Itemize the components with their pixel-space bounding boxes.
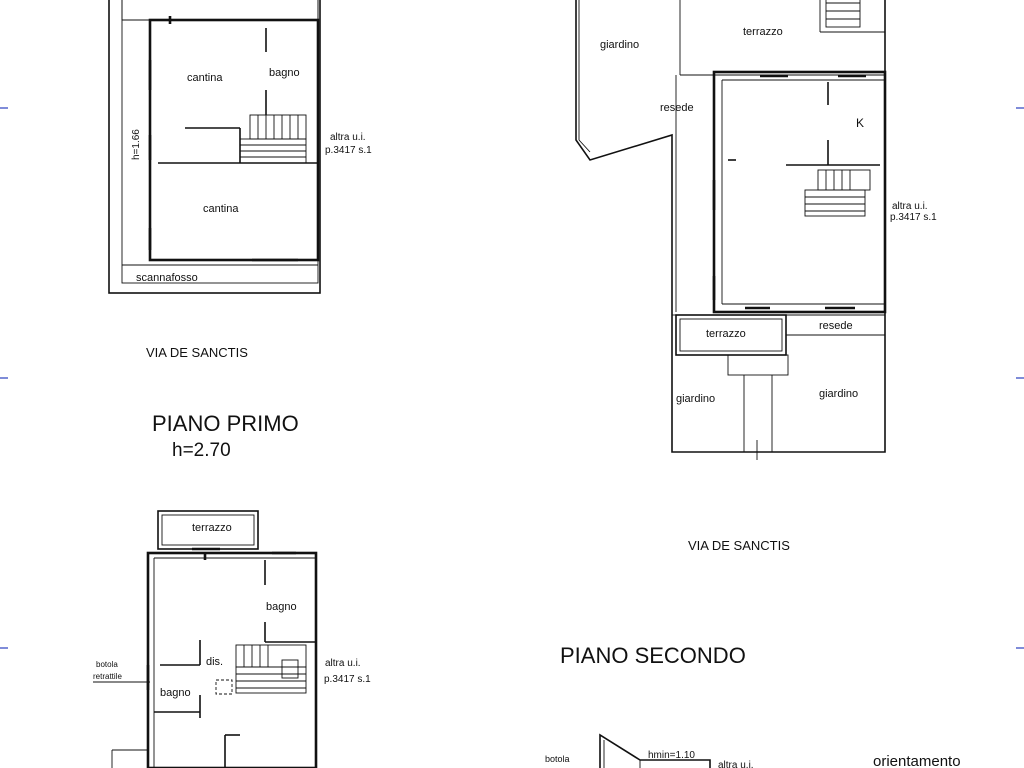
room-label-cantina-lower: cantina — [203, 203, 239, 215]
hmin-label: hmin=1.10 — [648, 750, 695, 761]
other-unit-ref: p.3417 s.1 — [890, 212, 937, 223]
plan-ground-floor: giardino terrazzo resede K altra u.i. p.… — [575, 0, 937, 460]
botola-retrattile-label: retrattile — [93, 672, 122, 681]
room-label-cantina-upper: cantina — [187, 72, 223, 84]
stair-first-floor — [235, 644, 307, 694]
piano-primo-title: PIANO PRIMO — [152, 411, 299, 436]
room-label-bagno-top: bagno — [266, 601, 297, 613]
botola-label-second-floor: botola — [545, 754, 570, 764]
page-border-marks — [0, 107, 1024, 649]
room-label-giardino-top: giardino — [600, 39, 639, 51]
room-label-giardino-left: giardino — [676, 393, 715, 405]
room-label-resede-right: resede — [819, 320, 853, 332]
plan-first-floor: terrazzo bagno botola retrattile dis. al… — [93, 510, 371, 768]
plan-cantina-level: cantina bagno h=1.66 altra u.i. p.3417 s… — [108, 0, 372, 294]
plan-second-floor: botola hmin=1.10 altra u.i. — [545, 733, 754, 768]
room-label-bagno: bagno — [269, 67, 300, 79]
botola-label: botola — [96, 660, 118, 669]
room-label-dis: dis. — [206, 656, 223, 668]
other-unit-label: altra u.i. — [325, 658, 361, 669]
room-label-resede-left: resede — [660, 102, 694, 114]
piano-primo-height: h=2.70 — [172, 440, 231, 461]
piano-secondo-title: PIANO SECONDO — [560, 643, 746, 668]
other-unit-ref: p.3417 s.1 — [324, 674, 371, 685]
room-label-terrazzo-top: terrazzo — [743, 26, 783, 38]
orientamento-label: orientamento — [873, 753, 961, 768]
room-label-bagno-bottom: bagno — [160, 687, 191, 699]
other-unit-label: altra u.i. — [718, 760, 754, 768]
stair-ground-floor — [804, 169, 871, 217]
room-label-kitchen: K — [856, 116, 864, 130]
room-label-scannafosso: scannafosso — [136, 272, 198, 284]
street-label-top-right: VIA DE SANCTIS — [688, 538, 790, 553]
room-label-terrazzo: terrazzo — [192, 522, 232, 534]
stair-cantina — [239, 114, 307, 164]
street-label-top-left: VIA DE SANCTIS — [146, 345, 248, 360]
other-unit-label: altra u.i. — [330, 132, 366, 143]
other-unit-label: altra u.i. — [892, 201, 928, 212]
other-unit-ref: p.3417 s.1 — [325, 145, 372, 156]
height-note: h=1.66 — [131, 129, 142, 160]
room-label-giardino-right: giardino — [819, 388, 858, 400]
room-label-terrazzo-bottom: terrazzo — [706, 328, 746, 340]
stair-top-terrace — [825, 0, 861, 28]
